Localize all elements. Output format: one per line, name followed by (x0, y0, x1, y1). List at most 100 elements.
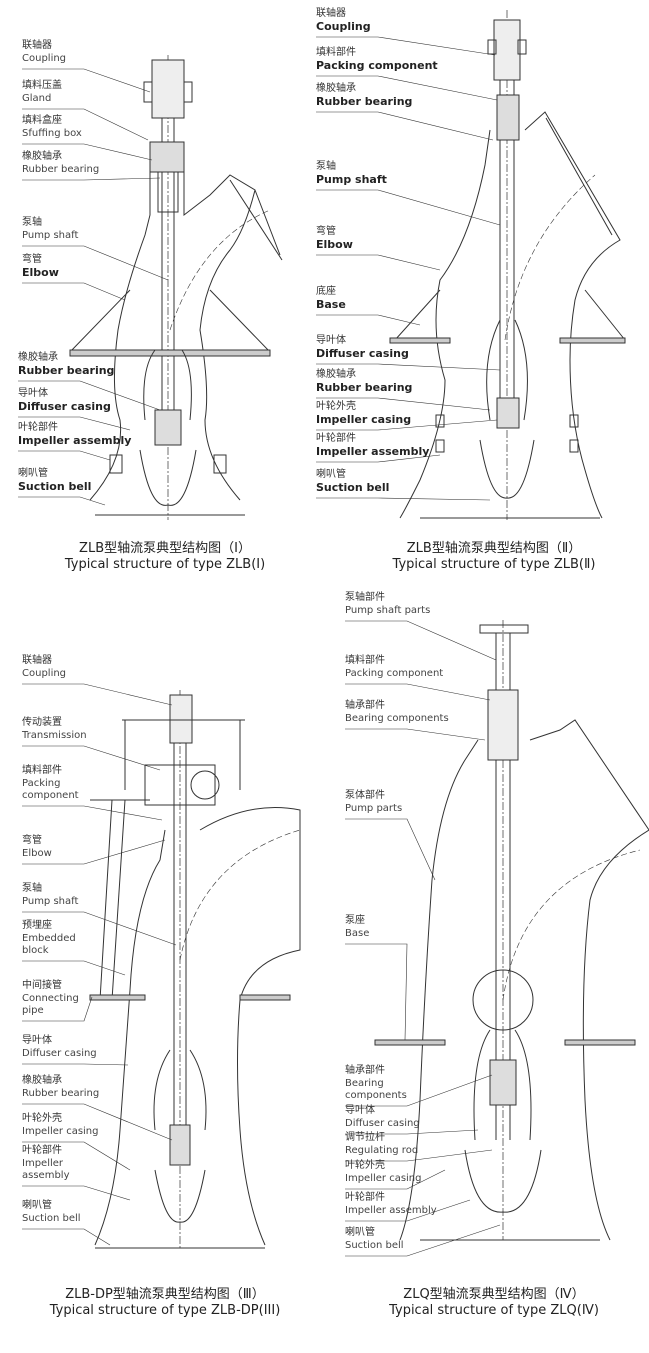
leader-line (22, 1185, 131, 1201)
pump-drawing-zlb-1 (69, 55, 283, 520)
part-label-cn: 联轴器 (22, 40, 52, 51)
part-label-en: Suction bell (22, 1213, 81, 1224)
part-label-cn: 导叶体 (22, 1035, 52, 1046)
part-label-en: Diffuser casing (22, 1048, 97, 1059)
part-label-cn: 导叶体 (345, 1105, 375, 1116)
leader-line (22, 805, 163, 821)
leader-line (22, 839, 166, 865)
leader-line (316, 111, 494, 141)
leader-line (345, 818, 436, 881)
part-label-en: Transmission (22, 730, 87, 741)
leader-line (22, 1228, 111, 1246)
leader-line (22, 108, 149, 141)
part-label-cn: 橡胶轴承 (316, 369, 356, 380)
part-label-en: Sfuffing box (22, 128, 82, 139)
leader-line (22, 745, 161, 771)
leader-line (22, 1141, 131, 1171)
part-label-cn: 联轴器 (316, 8, 346, 19)
leader-line (345, 943, 408, 1041)
part-label-cn: 叶轮部件 (22, 1145, 62, 1156)
leader-line (316, 397, 491, 411)
part-label-cn: 叶轮外壳 (316, 401, 356, 412)
leader-line (316, 419, 498, 431)
part-label-cn: 导叶体 (316, 335, 346, 346)
part-label-en: Elbow (316, 238, 353, 251)
leader-line (22, 683, 173, 706)
leader-line (22, 245, 169, 281)
part-label-cn: 叶轮部件 (18, 422, 58, 433)
part-label-en: Embedded block (22, 933, 76, 956)
part-label: 填料盒座 Sfuffing box (22, 116, 82, 140)
caption-cn-4: ZLQ型轴流泵典型结构图（Ⅳ） (403, 1287, 585, 1302)
part-label-cn: 填料部件 (316, 47, 356, 58)
part-label-en: Pump shaft (22, 896, 79, 907)
leader-line (316, 314, 421, 326)
part-label: 调节拉杆 Regulating rod (345, 1133, 418, 1157)
leader-line (316, 75, 498, 101)
part-label: 喇叭管 Suction bell (22, 1201, 81, 1225)
part-label-en: Impeller casing (22, 1126, 99, 1137)
leader-line (345, 1129, 479, 1135)
part-label-cn: 导叶体 (18, 388, 48, 399)
part-label-en: Rubber bearing (316, 381, 413, 394)
leader-line (22, 1063, 129, 1066)
leader-line (22, 68, 151, 93)
leader-line (18, 496, 106, 506)
leader-line (22, 177, 161, 181)
caption-en-3: Typical structure of type ZLB-DP(III) (49, 1303, 281, 1318)
part-label-en: Elbow (22, 266, 59, 279)
part-label-cn: 中间接管 (22, 980, 62, 991)
part-label-cn: 底座 (316, 286, 336, 297)
part-label-cn: 泵轴 (22, 217, 42, 228)
part-label-cn: 泵座 (345, 915, 365, 926)
part-label-en: Impeller casing (316, 413, 412, 426)
pump-drawing-zlb-2 (389, 10, 626, 520)
part-label-en: Diffuser casing (316, 347, 409, 360)
leader-line (22, 960, 126, 976)
caption-en-2: Typical structure of type ZLB(Ⅱ) (392, 557, 596, 572)
part-label-cn: 弯管 (22, 835, 42, 846)
part-label-en: Elbow (22, 848, 52, 859)
part-label-en: Regulating rod (345, 1145, 419, 1156)
part-label-cn: 调节拉杆 (345, 1132, 385, 1143)
part-label-cn: 预埋座 (22, 920, 52, 931)
leader-line (316, 254, 441, 271)
caption-cn-3: ZLB-DP型轴流泵典型结构图（Ⅲ） (65, 1287, 265, 1302)
part-label-cn: 喇叭管 (22, 1200, 52, 1211)
leader-lines (18, 36, 501, 1257)
part-label-cn: 叶轮外壳 (345, 1160, 385, 1171)
part-label-en: Coupling (316, 20, 371, 33)
leader-line (345, 728, 486, 741)
leader-line (22, 911, 177, 946)
part-label-en: Impeller assembly (316, 445, 430, 458)
part-label-cn: 橡胶轴承 (316, 83, 356, 94)
pump-drawing-zlb-dp-3 (89, 690, 301, 1250)
part-label-en: Connecting pipe (22, 993, 79, 1016)
leader-line (345, 1224, 501, 1257)
part-label-en: Rubber bearing (22, 1088, 100, 1099)
part-label-cn: 传动装置 (22, 717, 62, 728)
part-label-en: Pump parts (345, 803, 403, 814)
part-label-en: Packing component (345, 668, 444, 679)
part-label-en: Coupling (22, 668, 67, 679)
part-label-cn: 填料盒座 (22, 115, 62, 126)
part-label-cn: 叶轮部件 (345, 1192, 385, 1203)
leader-line (22, 282, 126, 301)
part-label-en: Pump shaft parts (345, 605, 431, 616)
part-label-en: Bearing components (345, 1078, 407, 1101)
leader-line (345, 683, 491, 701)
pump-drawing-zlq-4 (374, 620, 649, 1241)
